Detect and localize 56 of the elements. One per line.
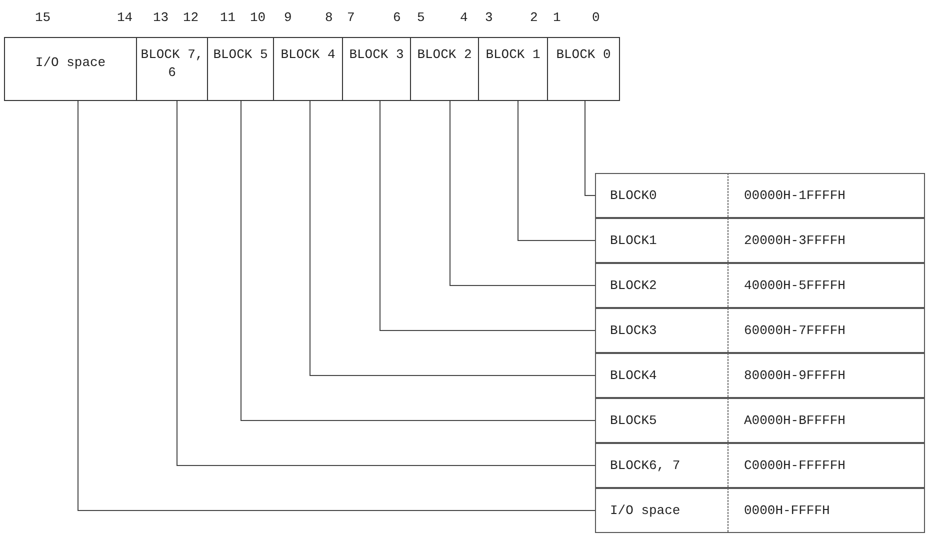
connector-line [176, 100, 596, 466]
table-row [595, 443, 925, 488]
bit-number: 6 [393, 10, 401, 25]
bit-number: 11 [220, 10, 236, 25]
address-range: 80000H-9FFFFH [744, 368, 846, 383]
table-row [595, 488, 925, 533]
table-row [595, 263, 925, 308]
connector-line [584, 100, 596, 196]
bit-number: 13 [153, 10, 169, 25]
block-name: BLOCK5 [610, 413, 657, 428]
bit-number: 10 [250, 10, 266, 25]
bit-number: 4 [460, 10, 468, 25]
block-name: BLOCK2 [610, 278, 657, 293]
block-name: BLOCK0 [610, 188, 657, 203]
connector-line [78, 100, 596, 511]
block-name: BLOCK4 [610, 368, 657, 383]
table-row [595, 308, 925, 353]
register-field: BLOCK 0 [547, 37, 620, 101]
bit-number: 14 [117, 10, 133, 25]
bit-number: 0 [592, 10, 600, 25]
bit-number: 9 [284, 10, 292, 25]
bit-number: 2 [530, 10, 538, 25]
address-range: 40000H-5FFFFH [744, 278, 846, 293]
connector-line [518, 100, 596, 241]
connector-line [380, 100, 596, 331]
table-row [595, 173, 925, 218]
address-range: 00000H-1FFFFH [744, 188, 846, 203]
block-name: BLOCK1 [610, 233, 657, 248]
bit-number: 3 [485, 10, 493, 25]
address-range: 20000H-3FFFFH [744, 233, 846, 248]
bit-number: 15 [35, 10, 51, 25]
register-field: BLOCK 7, 6 [136, 37, 208, 101]
register-field: BLOCK 5 [207, 37, 274, 101]
register-field: BLOCK 2 [410, 37, 479, 101]
address-range: 0000H-FFFFH [744, 503, 830, 518]
table-row [595, 398, 925, 443]
block-name: I/O space [610, 503, 680, 518]
register-field: BLOCK 4 [273, 37, 343, 101]
address-range: A0000H-BFFFFH [744, 413, 846, 428]
address-range: C0000H-FFFFFH [744, 458, 846, 473]
bit-number: 7 [347, 10, 355, 25]
address-range: 60000H-7FFFFH [744, 323, 846, 338]
table-row [595, 353, 925, 398]
block-name: BLOCK3 [610, 323, 657, 338]
connector-line [310, 100, 596, 376]
connector-line [450, 100, 596, 286]
block-name: BLOCK6, 7 [610, 458, 680, 473]
register-field: I/O space [4, 37, 137, 101]
register-field: BLOCK 1 [478, 37, 548, 101]
register-field: BLOCK 3 [342, 37, 411, 101]
connector-line [240, 100, 596, 421]
bit-number: 8 [325, 10, 333, 25]
bit-number: 5 [417, 10, 425, 25]
table-row [595, 218, 925, 263]
bit-number: 12 [183, 10, 199, 25]
bit-number: 1 [553, 10, 561, 25]
